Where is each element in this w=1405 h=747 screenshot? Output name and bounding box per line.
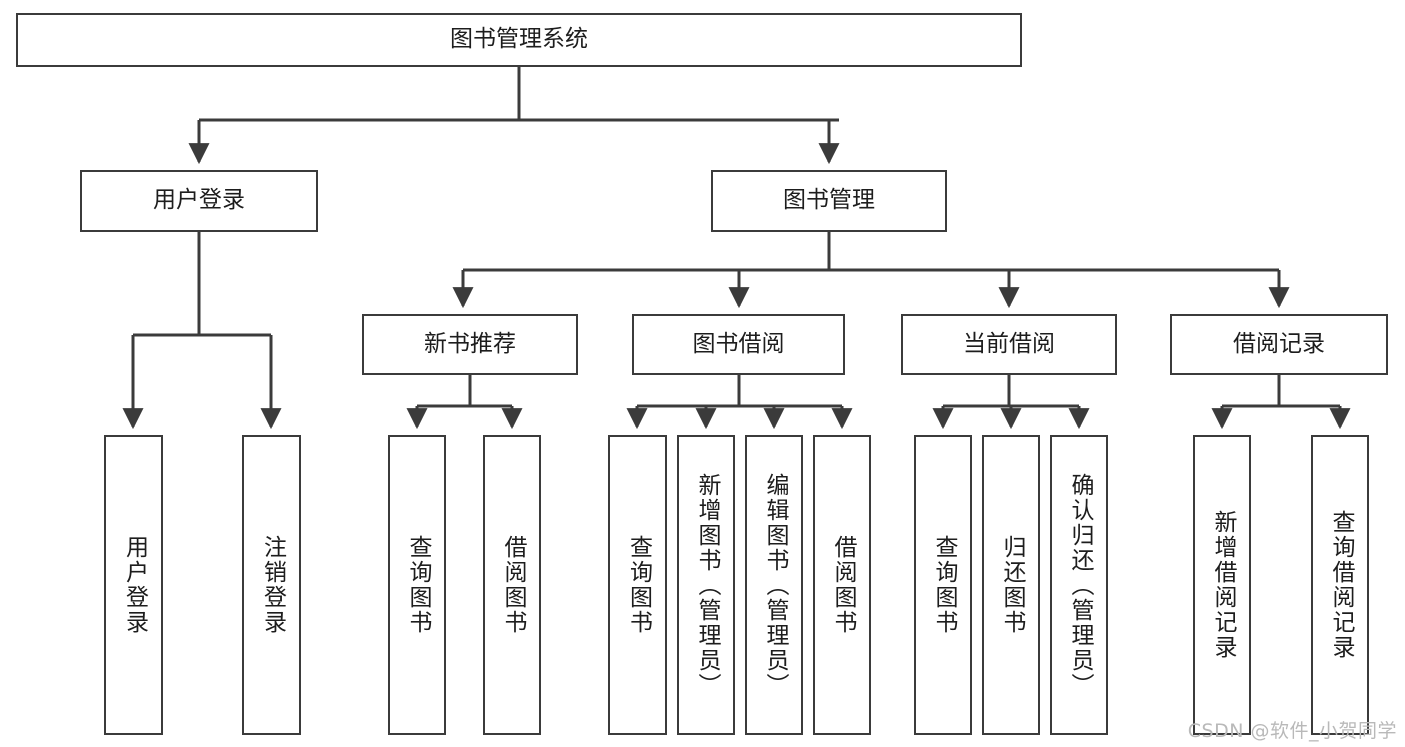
node-leaf-edit-book[interactable]: 编辑图书（管理员） xyxy=(745,435,803,735)
node-user-login-label: 用户登录 xyxy=(153,187,245,214)
node-leaf-logout-label: 注销登录 xyxy=(259,535,286,635)
node-root-label: 图书管理系统 xyxy=(450,26,588,53)
node-borrow-record-label: 借阅记录 xyxy=(1233,330,1325,357)
node-leaf-add-book[interactable]: 新增图书（管理员） xyxy=(677,435,735,735)
node-new-book-rec-label: 新书推荐 xyxy=(424,330,516,357)
node-current-borrow-label: 当前借阅 xyxy=(963,330,1055,357)
node-leaf-user-login[interactable]: 用户登录 xyxy=(104,435,163,735)
node-leaf-borrow-book-a[interactable]: 借阅图书 xyxy=(483,435,541,735)
node-user-login[interactable]: 用户登录 xyxy=(80,170,318,232)
node-current-borrow[interactable]: 当前借阅 xyxy=(901,314,1117,375)
node-leaf-query-record-label: 查询借阅记录 xyxy=(1327,510,1354,660)
node-leaf-query-book-c-label: 查询图书 xyxy=(930,535,957,635)
node-leaf-confirm-return[interactable]: 确认归还（管理员） xyxy=(1050,435,1108,735)
node-new-book-rec[interactable]: 新书推荐 xyxy=(362,314,578,375)
node-leaf-query-book-a[interactable]: 查询图书 xyxy=(388,435,446,735)
node-book-borrow[interactable]: 图书借阅 xyxy=(632,314,845,375)
node-leaf-borrow-book-b[interactable]: 借阅图书 xyxy=(813,435,871,735)
node-book-borrow-label: 图书借阅 xyxy=(692,330,785,357)
node-leaf-query-book-b-label: 查询图书 xyxy=(625,535,652,635)
node-leaf-add-record[interactable]: 新增借阅记录 xyxy=(1193,435,1251,735)
node-leaf-return-book[interactable]: 归还图书 xyxy=(982,435,1040,735)
node-leaf-return-book-label: 归还图书 xyxy=(998,535,1025,635)
node-leaf-add-record-label: 新增借阅记录 xyxy=(1209,510,1236,660)
node-root[interactable]: 图书管理系统 xyxy=(16,13,1022,67)
node-book-manage-label: 图书管理 xyxy=(783,187,875,214)
node-leaf-borrow-book-a-label: 借阅图书 xyxy=(499,535,526,635)
node-leaf-confirm-return-label: 确认归还（管理员） xyxy=(1066,472,1093,698)
node-book-manage[interactable]: 图书管理 xyxy=(711,170,947,232)
node-leaf-edit-book-label: 编辑图书（管理员） xyxy=(761,472,788,698)
node-leaf-user-login-label: 用户登录 xyxy=(121,535,148,635)
node-leaf-query-book-c[interactable]: 查询图书 xyxy=(914,435,972,735)
node-leaf-borrow-book-b-label: 借阅图书 xyxy=(829,535,856,635)
node-leaf-query-book-a-label: 查询图书 xyxy=(404,535,431,635)
watermark: CSDN @软件_小贺同学 xyxy=(1187,720,1397,742)
node-leaf-query-book-b[interactable]: 查询图书 xyxy=(608,435,667,735)
node-borrow-record[interactable]: 借阅记录 xyxy=(1170,314,1388,375)
node-leaf-add-book-label: 新增图书（管理员） xyxy=(693,472,720,698)
node-leaf-logout[interactable]: 注销登录 xyxy=(242,435,301,735)
node-leaf-query-record[interactable]: 查询借阅记录 xyxy=(1311,435,1369,735)
